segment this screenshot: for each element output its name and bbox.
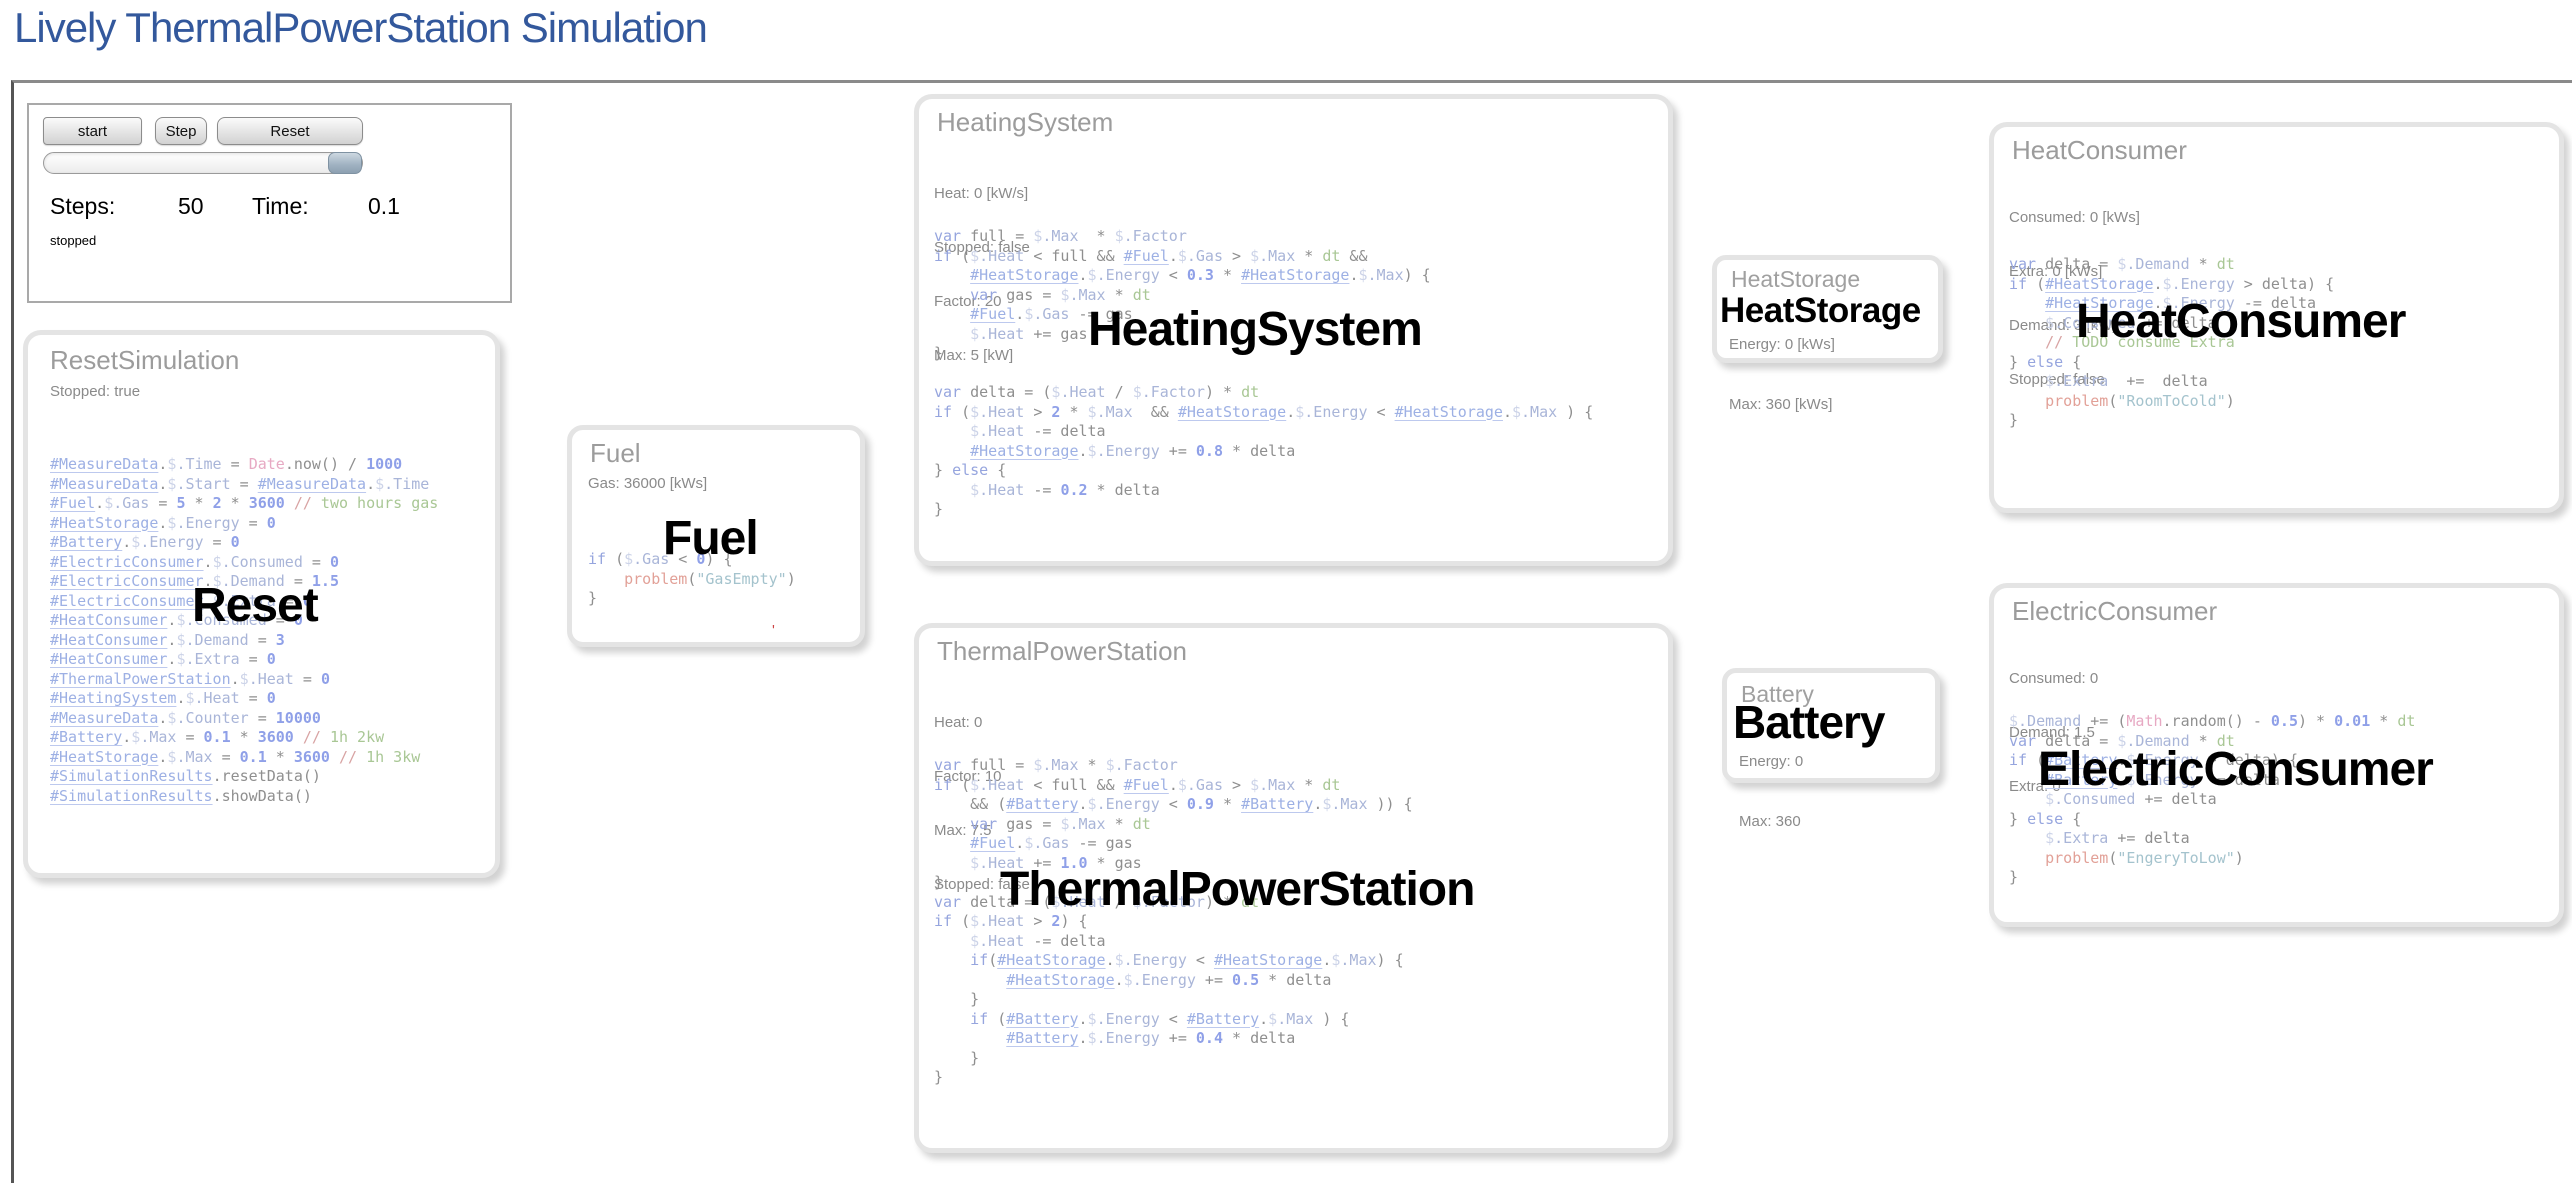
- meta-line: Factor: 10: [934, 768, 1002, 785]
- meta-line: Extra: 0 [kWs]: [2009, 263, 2103, 280]
- meta-line: Max: 7.5: [934, 822, 992, 839]
- steps-slider[interactable]: [43, 152, 363, 174]
- script-editor[interactable]: var full = $.Max * $.Factor if ($.Heat <…: [934, 227, 1594, 518]
- meta-line: Stopped: false: [934, 239, 1030, 256]
- meta-line: Demand: 1.5: [2009, 724, 2095, 741]
- meta-line: Heat: 0: [934, 714, 983, 731]
- box-title: ThermalPowerStation: [937, 636, 1187, 666]
- slider-handle[interactable]: [328, 152, 362, 174]
- morph-battery: Battery Energy: 0 Max: 360: [1722, 668, 1940, 830]
- box-title: Fuel: [590, 438, 641, 468]
- step-button[interactable]: Step: [155, 117, 207, 145]
- meta-line: Max: 360: [1739, 813, 1801, 830]
- meta-lines: Heat: 0 [kW/s] Stopped: false Factor: 20…: [934, 149, 1030, 401]
- meta-line: Factor: 20: [934, 293, 1002, 310]
- box-title: HeatingSystem: [937, 107, 1114, 137]
- morph-reset-simulation: ResetSimulation Stopped: true #MeasureDa…: [23, 330, 500, 878]
- page-title: Lively ThermalPowerStation Simulation: [14, 4, 708, 51]
- overlay-label-heating-system[interactable]: HeatingSystem: [1088, 303, 1423, 356]
- overlay-label-battery[interactable]: Battery: [1733, 696, 1886, 748]
- morph-fuel: Fuel Gas: 36000 [kWs] if ($.Gas < 0) { p…: [567, 425, 865, 647]
- morph-thermal-power-station: ThermalPowerStation Heat: 0 Factor: 10 M…: [914, 623, 1673, 1153]
- meta-line: Stopped: true: [50, 383, 141, 400]
- box-title: HeatStorage: [1731, 266, 1861, 292]
- script-editor[interactable]: #MeasureData.$.Time = Date.now() / 1000 …: [50, 455, 439, 805]
- morph-heat-consumer: HeatConsumer Consumed: 0 [kWs] Extra: 0 …: [1989, 122, 2564, 513]
- steps-value: 50: [178, 193, 204, 219]
- meta-line: Max: 5 [kW]: [934, 347, 1014, 364]
- morph-heat-storage: HeatStorage Energy: 0 [kWs] Max: 360 [kW…: [1712, 255, 1943, 413]
- script-editor[interactable]: var delta = $.Demand * dt if (#HeatStora…: [2009, 255, 2335, 429]
- meta-line: Energy: 0: [1739, 753, 1804, 770]
- box-title: ResetSimulation: [50, 345, 240, 375]
- meta-line: Max: 360 [kWs]: [1729, 396, 1833, 413]
- overlay-label-reset[interactable]: Reset: [192, 579, 319, 632]
- time-label: Time:: [252, 193, 309, 219]
- box-title: Battery: [1741, 681, 1814, 707]
- overlay-label-electric-consumer[interactable]: ElectricConsumer: [2038, 743, 2434, 796]
- meta-lines: Energy: 0 [kWs] Max: 360 [kWs]: [1729, 300, 1835, 450]
- meta-line: Gas: 36000 [kWs]: [588, 475, 708, 492]
- reset-button[interactable]: Reset: [217, 117, 363, 145]
- morph-heating-system: HeatingSystem Heat: 0 [kW/s] Stopped: fa…: [914, 94, 1673, 566]
- script-editor[interactable]: $.Demand += (Math.random() - 0.5) * 0.01…: [2009, 712, 2416, 886]
- meta-line: Extra: 0: [2009, 778, 2061, 795]
- meta-line: Heat: 0 [kW/s]: [934, 185, 1029, 202]
- overlay-label-thermal-power-station[interactable]: ThermalPowerStation: [1000, 863, 1475, 916]
- steps-label: Steps:: [50, 193, 116, 219]
- meta-lines: Consumed: 0 Demand: 1.5 Extra: 0: [2009, 634, 2098, 832]
- control-panel: start Step Reset Steps: 50 Time: 0.1 sto…: [27, 103, 512, 303]
- meta-line: Energy: 0 [kWs]: [1729, 336, 1835, 353]
- meta-lines: Energy: 0 Max: 360: [1739, 717, 1803, 867]
- overlay-label-fuel[interactable]: Fuel: [663, 512, 759, 565]
- meta-line: Stopped: false: [2009, 371, 2105, 388]
- overlay-label-heat-storage[interactable]: HeatStorage: [1720, 291, 1921, 330]
- status-text: stopped: [50, 233, 97, 248]
- overlay-label-heat-consumer[interactable]: HeatConsumer: [2076, 295, 2406, 348]
- meta-line: Consumed: 0: [2009, 670, 2099, 687]
- script-editor[interactable]: var full = $.Max * $.Factor if ($.Heat <…: [934, 756, 1413, 1086]
- stray-mark: ': [772, 622, 775, 639]
- meta-lines: Consumed: 0 [kWs] Extra: 0 [kWs] Demand:…: [2009, 173, 2140, 425]
- meta-line: Stopped: false: [934, 876, 1030, 893]
- meta-line: Demand: 3 [kW]: [2009, 317, 2117, 334]
- meta-lines: Heat: 0 Factor: 10 Max: 7.5 Stopped: fal…: [934, 678, 1030, 930]
- box-title: HeatConsumer: [2012, 135, 2187, 165]
- meta-line: Consumed: 0 [kWs]: [2009, 209, 2140, 226]
- morph-electric-consumer: ElectricConsumer Consumed: 0 Demand: 1.5…: [1989, 583, 2564, 927]
- world-frame: [11, 80, 2572, 1183]
- start-button[interactable]: start: [43, 117, 142, 145]
- time-value: 0.1: [368, 193, 400, 219]
- box-title: ElectricConsumer: [2012, 596, 2218, 626]
- script-editor[interactable]: if ($.Gas < 0) { problem("GasEmpty") }: [588, 550, 796, 607]
